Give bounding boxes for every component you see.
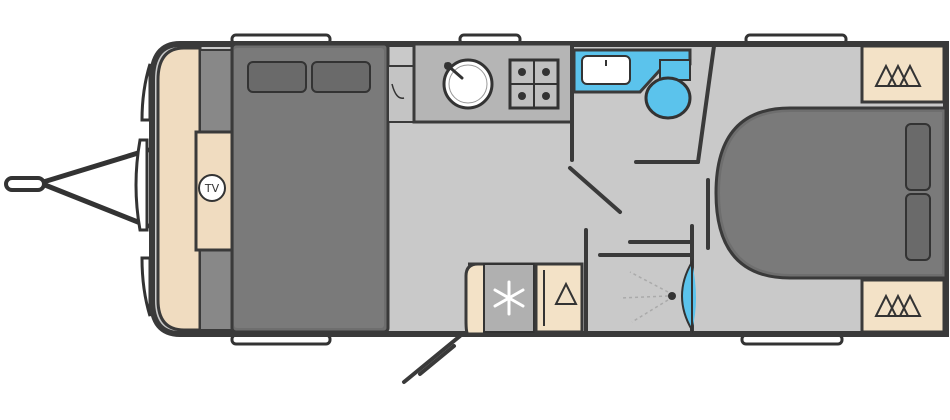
pillow-icon [311,61,371,93]
pillow-icon [905,123,931,191]
pillow-icon [905,193,931,261]
entrance-door-icon [402,334,462,384]
svg-text:TV: TV [204,182,220,195]
double-bed-icon [230,42,390,334]
kitchen-sink-icon [442,58,494,110]
pillow-icon [247,61,307,93]
shower-icon [619,258,696,334]
front-shelf [156,46,202,332]
double-bed-icon [714,106,948,280]
washroom-walls [568,42,716,336]
wardrobe-hanger-icon [860,278,946,334]
toilet-icon [644,59,692,120]
hob-icon [508,58,560,110]
fridge-snowflake-icon [464,262,536,336]
tv-icon: TV [198,174,226,202]
bedside-cupboard [387,65,415,123]
front-window-icon [134,63,152,317]
towbar-icon [4,147,151,229]
wardrobe-hanger-icon [860,44,946,104]
wardrobe-hanger-icon [534,262,584,334]
